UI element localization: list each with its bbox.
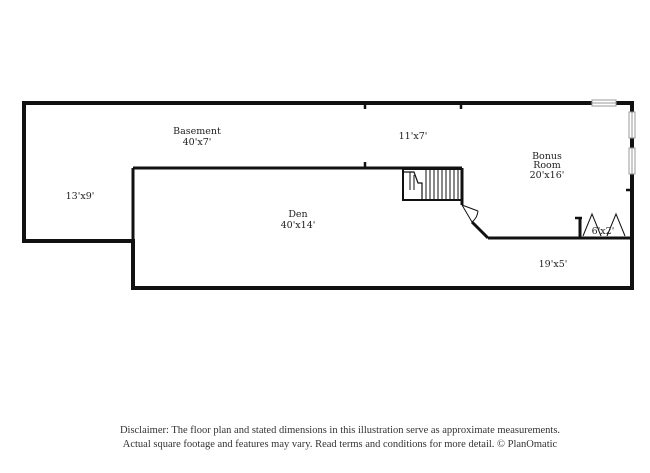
outer-wall (22, 101, 634, 290)
diagonal-wall (470, 220, 490, 240)
bonus-room-name-1: Bonus (532, 151, 562, 162)
den-dims: 40'x14' (281, 220, 316, 231)
disclaimer: Disclaimer: The floor plan and stated di… (60, 424, 620, 452)
closet-dims: 6'x2' (592, 226, 615, 237)
windows (591, 99, 636, 175)
area-11x7-dims: 11'x7' (399, 131, 428, 142)
disclaimer-line-1: Disclaimer: The floor plan and stated di… (119, 425, 561, 436)
stairs (402, 168, 463, 201)
basement-name: Basement (173, 126, 221, 137)
stair-arrow-outline (403, 171, 423, 200)
bonus-room-name-2: Room (533, 160, 561, 171)
stair-box (402, 168, 463, 201)
disclaimer-line-2: Actual square footage and features may v… (122, 439, 558, 450)
room-labels: Basement 40'x7' 13'x9' 11'x7' Den 40'x14… (66, 126, 615, 270)
wall-stubs (363, 103, 632, 220)
door-swing (461, 204, 479, 223)
exterior-walls (22, 101, 634, 290)
closet-doors (582, 212, 626, 237)
bonus-room-dims: 20'x16' (530, 170, 565, 181)
area-19x5-dims: 19'x5' (539, 259, 568, 270)
area-13x9-dims: 13'x9' (66, 191, 95, 202)
den-name: Den (288, 209, 307, 220)
basement-dims: 40'x7' (183, 137, 212, 148)
